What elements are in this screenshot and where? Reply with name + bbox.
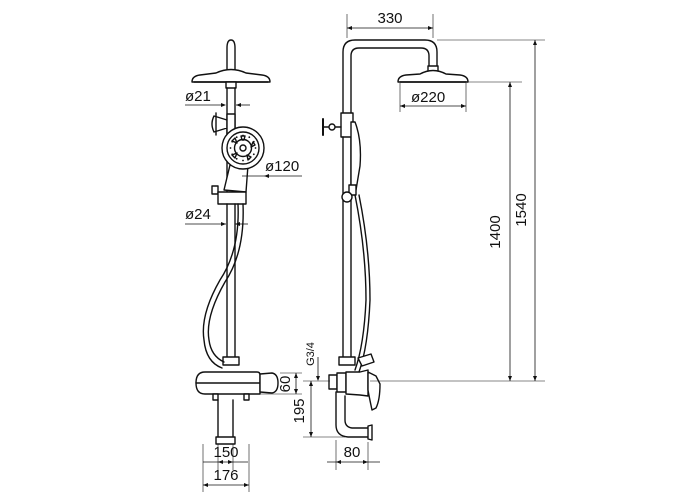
dim-height-60: 60 (277, 376, 294, 393)
side-dimensions: 330 ø220 1400 1540 G3/4 (291, 10, 545, 470)
dim-riser-diameter: ø24 (185, 206, 211, 223)
side-hand-shower (350, 121, 362, 191)
front-view: ø21 ø120 ø24 60 150 (185, 39, 302, 492)
front-slide-bracket (211, 185, 247, 205)
side-hose (354, 194, 371, 373)
dim-height-1400: 1400 (487, 215, 504, 248)
dim-head-diameter: ø220 (411, 89, 445, 106)
front-hose (202, 203, 244, 369)
dim-arm-length: 330 (377, 10, 402, 27)
front-spout (215, 399, 236, 445)
front-dimensions: ø21 ø120 ø24 60 150 (185, 88, 302, 492)
side-slide-bracket (341, 184, 357, 203)
side-view: 330 ø220 1400 1540 G3/4 (291, 10, 545, 470)
dim-spout-80: 80 (344, 444, 361, 461)
dim-width-176: 176 (213, 467, 238, 484)
side-shower-arm (342, 39, 439, 119)
side-rain-head (397, 69, 469, 83)
dim-connection-thread: G3/4 (305, 342, 317, 366)
hand-shower-nozzle-ring (229, 134, 257, 162)
side-mixer (328, 353, 381, 411)
side-spout (335, 391, 373, 441)
side-diverter (322, 112, 354, 138)
front-diverter (211, 112, 236, 136)
front-mixer (195, 371, 279, 401)
dim-width-150: 150 (213, 444, 238, 461)
hand-shower (221, 126, 265, 193)
dim-height-1540: 1540 (513, 193, 530, 226)
front-rain-head (191, 39, 271, 89)
front-lower-pipe (222, 203, 240, 366)
dim-height-195: 195 (291, 398, 308, 423)
dim-hand-shower-diameter: ø120 (265, 158, 299, 175)
dim-pipe-diameter: ø21 (185, 88, 211, 105)
